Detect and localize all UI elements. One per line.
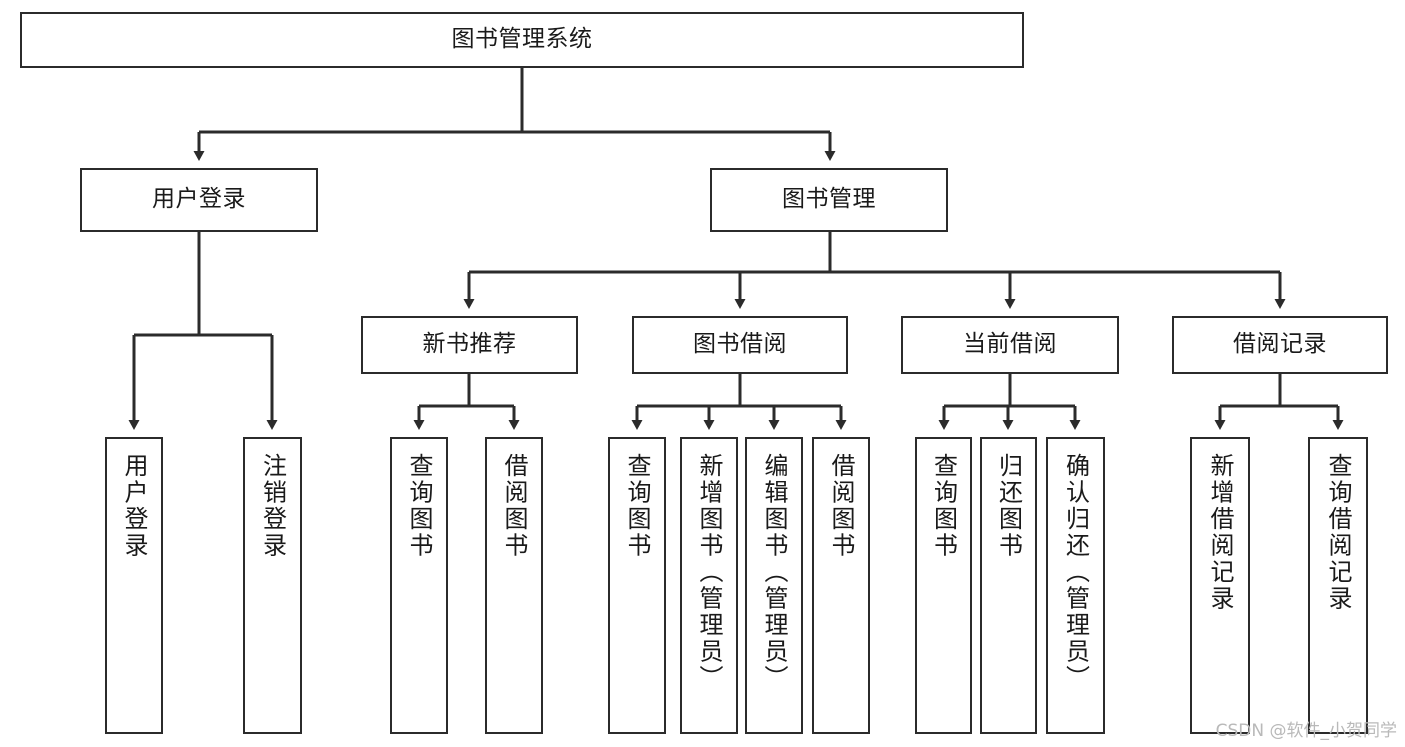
node-leaf-query-book-bor-label: 查询图书 [623,453,651,559]
node-leaf-borrow-book-rec-label: 借阅图书 [500,453,528,559]
node-leaf-query-book-bor[interactable]: 查询图书 [608,437,666,734]
node-leaf-user-logout-label: 注销登录 [258,453,287,559]
node-book-manage-label: 图书管理 [782,186,876,213]
node-leaf-confirm-return-label: 确认归还（管理员） [1061,453,1090,692]
node-leaf-return-book[interactable]: 归还图书 [980,437,1037,734]
node-leaf-borrow-book-bor[interactable]: 借阅图书 [812,437,870,734]
watermark-text: CSDN @软件_小贺同学 [1215,721,1397,741]
node-leaf-edit-book-label: 编辑图书（管理员） [760,453,788,692]
node-leaf-edit-book[interactable]: 编辑图书（管理员） [745,437,803,734]
node-leaf-query-book-rec[interactable]: 查询图书 [390,437,448,734]
node-new-book-rec[interactable]: 新书推荐 [361,316,578,374]
node-leaf-query-book-cur[interactable]: 查询图书 [915,437,972,734]
node-leaf-user-logout[interactable]: 注销登录 [243,437,302,734]
node-leaf-query-book-cur-label: 查询图书 [929,453,958,559]
node-leaf-query-record[interactable]: 查询借阅记录 [1308,437,1368,734]
node-leaf-query-book-rec-label: 查询图书 [405,453,433,559]
node-leaf-add-record[interactable]: 新增借阅记录 [1190,437,1250,734]
node-root[interactable]: 图书管理系统 [20,12,1024,68]
node-leaf-borrow-book-rec[interactable]: 借阅图书 [485,437,543,734]
node-new-book-rec-label: 新书推荐 [422,331,517,358]
node-borrow-record-label: 借阅记录 [1233,331,1327,358]
node-borrow-record[interactable]: 借阅记录 [1172,316,1388,374]
node-leaf-add-book[interactable]: 新增图书（管理员） [680,437,738,734]
node-leaf-return-book-label: 归还图书 [994,453,1023,559]
node-user-login[interactable]: 用户登录 [80,168,318,232]
node-leaf-confirm-return[interactable]: 确认归还（管理员） [1046,437,1105,734]
node-leaf-query-record-label: 查询借阅记录 [1324,453,1352,612]
node-leaf-add-book-label: 新增图书（管理员） [695,453,723,692]
node-current-borrow-label: 当前借阅 [963,331,1057,358]
node-root-label: 图书管理系统 [451,26,593,53]
node-current-borrow[interactable]: 当前借阅 [901,316,1119,374]
node-leaf-borrow-book-bor-label: 借阅图书 [827,453,855,559]
node-book-borrow[interactable]: 图书借阅 [632,316,848,374]
node-user-login-label: 用户登录 [152,186,246,213]
node-book-borrow-label: 图书借阅 [693,331,787,358]
node-leaf-add-record-label: 新增借阅记录 [1206,453,1234,612]
node-book-manage[interactable]: 图书管理 [710,168,948,232]
node-leaf-user-login-label: 用户登录 [120,453,148,559]
node-leaf-user-login[interactable]: 用户登录 [105,437,163,734]
